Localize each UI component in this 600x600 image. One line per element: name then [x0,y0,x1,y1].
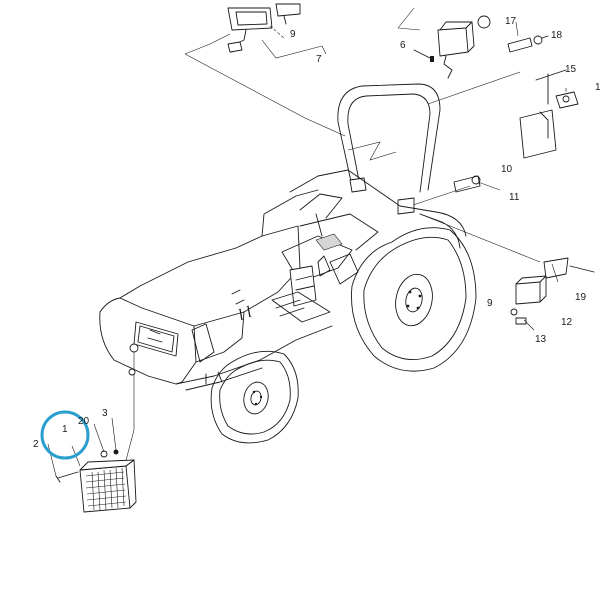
part-label-11[interactable]: 11 [509,192,520,203]
part-label-12[interactable]: 12 [561,317,573,328]
part-label-1-right[interactable]: 1 [595,82,600,93]
part-label-3[interactable]: 3 [102,408,108,419]
front-work-light-assembly [47,417,137,513]
part-label-19[interactable]: 19 [575,292,587,303]
top-left-light-assembly [184,3,323,59]
part-label-20[interactable]: 20 [78,416,90,427]
part-label-9-right[interactable]: 9 [487,298,493,309]
part-label-17[interactable]: 17 [505,16,517,27]
top-right-light-assembly [397,7,549,79]
tractor-body: l l [99,83,477,444]
part-label-15[interactable]: 15 [565,64,577,75]
part-label-13[interactable]: 13 [535,334,547,345]
part-label-10[interactable]: 10 [501,164,513,175]
part-label-18[interactable]: 18 [551,30,563,41]
highlight-circle [40,410,90,460]
part-label-1[interactable]: 1 [62,424,68,435]
part-label-9-top[interactable]: 9 [290,29,296,40]
leader-lines [123,45,541,469]
part-label-6[interactable]: 6 [400,40,406,51]
part-label-7[interactable]: 7 [316,54,322,65]
part-label-2[interactable]: 2 [33,439,39,450]
part-labels: 1 2 20 3 9 7 6 17 18 15 1 10 11 19 9 12 … [33,16,600,450]
right-side-components [453,69,595,331]
svg-text:l l: l l [236,304,254,325]
